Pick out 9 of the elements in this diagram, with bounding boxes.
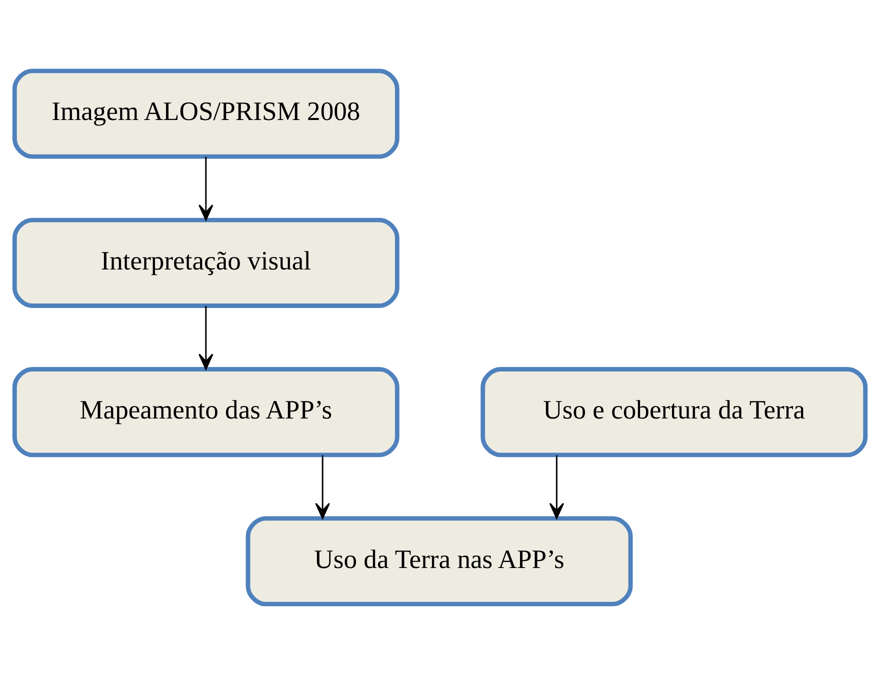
node-box: Uso da Terra nas APP’s: [246, 516, 633, 606]
node-box: Interpretação visual: [12, 218, 400, 308]
arrow: [198, 306, 214, 370]
arrow: [549, 455, 564, 519]
arrow: [315, 455, 330, 519]
node-box: Uso e cobertura da Terra: [480, 367, 868, 458]
node-box: Imagem ALOS/PRISM 2008: [12, 68, 400, 159]
arrow: [198, 156, 214, 221]
node-box: Mapeamento das APP’s: [12, 367, 400, 458]
